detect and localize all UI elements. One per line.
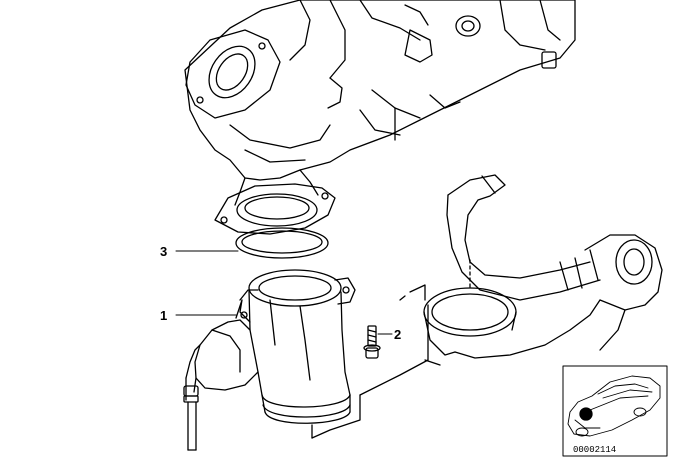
air-intake-duct — [423, 174, 663, 359]
location-marker — [579, 407, 593, 421]
assembly-boundary-lines — [311, 284, 441, 439]
air-mass-meter — [183, 269, 356, 451]
sealing-ring — [235, 227, 329, 259]
car-silhouette — [567, 375, 661, 437]
intake-manifold — [184, 0, 576, 235]
callout-label-1: 1 — [160, 308, 168, 323]
callout-leaders — [175, 250, 393, 335]
bolt — [363, 325, 381, 359]
callout-label-3: 3 — [160, 244, 168, 259]
vehicle-locator-inset — [562, 365, 668, 457]
reference-number: 00002114 — [573, 445, 617, 455]
callout-label-2: 2 — [394, 327, 402, 342]
